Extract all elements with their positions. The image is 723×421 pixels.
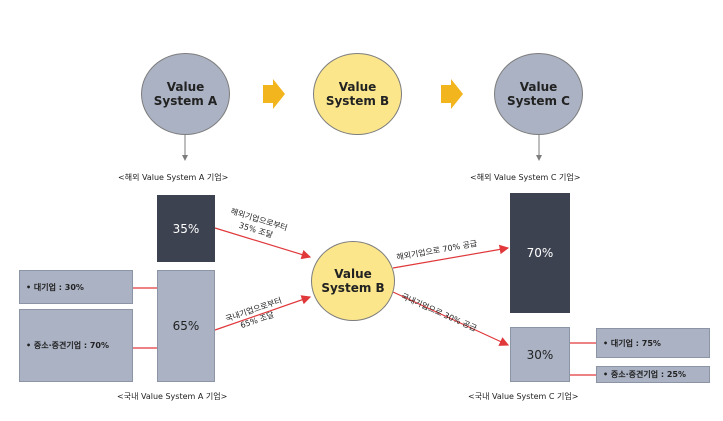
- center-node-line1: Value: [334, 267, 372, 281]
- left-large-enterprise-label: • 대기업 : 30%: [19, 270, 133, 304]
- a-domestic-share: 65%: [172, 319, 200, 333]
- node-b-line2: System B: [325, 94, 390, 108]
- caption-overseas-c: <해외 Value System C 기업>: [470, 173, 581, 182]
- caption-domestic-a: <국내 Value System A 기업>: [117, 392, 228, 401]
- c-overseas-share-box: 70%: [510, 193, 570, 313]
- c-overseas-share: 70%: [526, 246, 554, 260]
- c-domestic-share-box: 30%: [510, 327, 570, 382]
- left-sme-text: • 중소·중견기업 : 70%: [26, 341, 110, 350]
- flow-arrow-from-domestic: [214, 295, 312, 331]
- node-c-line1: Value: [519, 80, 558, 94]
- left-large-text: • 대기업 : 30%: [26, 282, 84, 292]
- node-c-line2: System C: [507, 94, 570, 108]
- right-large-enterprise-label: • 대기업 : 75%: [596, 328, 710, 358]
- center-node-line2: System B: [321, 281, 385, 295]
- left-sme-label: • 중소·중견기업 : 70%: [19, 309, 133, 382]
- flow-arrow-to-domestic: [392, 291, 510, 346]
- chevron-right-icon: [263, 79, 285, 109]
- flow-arrow-to-overseas: [392, 244, 510, 269]
- node-a-line1: Value: [166, 80, 205, 94]
- flow-arrow-from-overseas: [214, 227, 312, 260]
- chevron-right-icon: [441, 79, 463, 109]
- node-a-line2: System A: [153, 94, 218, 108]
- right-large-text: • 대기업 : 75%: [603, 338, 661, 348]
- a-domestic-share-box: 65%: [157, 270, 215, 382]
- c-domestic-share: 30%: [526, 347, 554, 362]
- right-sme-label: • 중소·중견기업 : 25%: [596, 366, 710, 383]
- right-sme-text: • 중소·중견기업 : 25%: [603, 370, 687, 379]
- a-overseas-share: 35%: [172, 221, 200, 236]
- caption-overseas-a: <해외 Value System A 기업>: [118, 173, 229, 182]
- caption-domestic-c: <국내 Value System C 기업>: [468, 392, 579, 401]
- a-overseas-share-box: 35%: [157, 195, 215, 262]
- node-b-line1: Value: [338, 80, 377, 94]
